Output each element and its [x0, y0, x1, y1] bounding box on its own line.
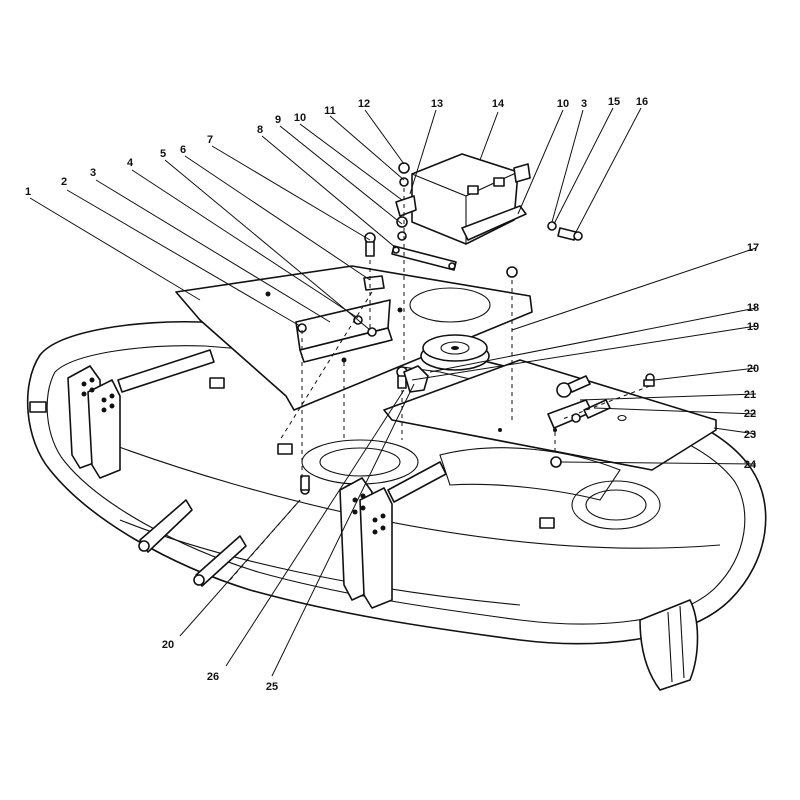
- electric-clutch-box: [395, 153, 531, 245]
- callout-26: 26: [207, 671, 219, 683]
- tension-arm-assembly: [547, 375, 611, 429]
- callout-12: 12: [358, 98, 370, 110]
- callout-3-right: 3: [581, 98, 587, 110]
- callout-20-right: 20: [747, 363, 759, 375]
- callout-16: 16: [636, 96, 648, 108]
- callout-23: 23: [744, 429, 756, 441]
- front-hitch-arms: [138, 499, 247, 587]
- callout-21: 21: [744, 389, 756, 401]
- drive-pulley: [420, 334, 490, 371]
- callout-25: 25: [266, 681, 278, 693]
- callout-14: 14: [492, 98, 505, 110]
- strap-link: [391, 245, 457, 271]
- callout-4: 4: [127, 157, 134, 169]
- callout-15: 15: [608, 96, 620, 108]
- callout-1: 1: [25, 186, 31, 198]
- callout-2: 2: [61, 176, 67, 188]
- callout-8: 8: [257, 124, 263, 136]
- callout-22: 22: [744, 408, 756, 420]
- callout-3: 3: [90, 167, 96, 179]
- callout-24: 24: [744, 459, 757, 471]
- mounting-bracket: [295, 299, 393, 363]
- height-bracket-center: [339, 461, 447, 609]
- height-bracket-left: [67, 349, 215, 479]
- callout-10: 10: [294, 112, 306, 124]
- callout-10-right: 10: [557, 98, 569, 110]
- callout-9: 9: [275, 114, 281, 126]
- leader-lines: [29, 107, 757, 677]
- callout-5: 5: [160, 148, 166, 160]
- callout-13: 13: [431, 98, 443, 110]
- callout-6: 6: [180, 144, 186, 156]
- callout-18: 18: [747, 302, 759, 314]
- callout-17: 17: [747, 242, 759, 254]
- hardware-fasteners: [300, 162, 655, 495]
- callout-7: 7: [207, 134, 213, 146]
- callout-11: 11: [324, 105, 336, 117]
- callout-19: 19: [747, 321, 759, 333]
- callout-labels: 1 2 3 4 5 6 7 8 9 10 11 12 13 14 10 3 15…: [25, 96, 759, 693]
- callout-20-left: 20: [162, 639, 174, 651]
